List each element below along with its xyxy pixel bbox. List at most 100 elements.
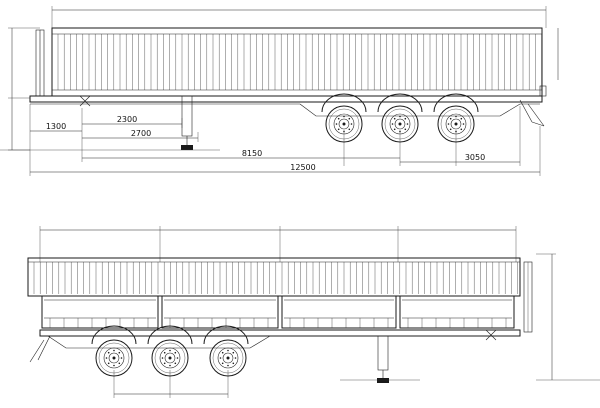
chassis-gooseneck-bottom [47,335,520,349]
hub-center [454,122,458,126]
lug-nut [399,115,401,118]
mudguard-b1 [91,325,137,345]
rear-light [539,85,547,97]
lug-nut [227,364,229,367]
lug-nut [337,117,340,120]
side-view-elevation: 1300 2300 2700 8150 3050 12500 [0,6,559,176]
lug-nut [232,351,235,354]
chassis-top [29,95,543,103]
kingpin [79,95,91,107]
lug-nut [161,357,164,359]
mudguard-b2 [147,325,193,345]
lug-nut [391,123,394,125]
hub [222,352,234,364]
lug-nut [348,128,351,131]
lug-nut [120,357,123,359]
lug-nut [163,351,166,354]
dim-8150: 8150 [242,149,262,158]
wheel-set-bottom [95,339,247,377]
upper-ribs [33,262,518,294]
rear-bumper [519,99,545,127]
lug-nut [169,349,171,352]
lug-nut [107,351,110,354]
rim [103,347,125,369]
lug-nut [221,351,224,354]
lug-nut [343,115,345,118]
hub [338,118,350,130]
hub-center [168,356,172,360]
lug-nut [176,357,179,359]
body-ribs [57,34,542,90]
lug-nut [406,123,409,125]
lug-nut [404,128,407,131]
lug-nut [232,362,235,365]
mudguard-2 [377,93,423,113]
upper-body [27,257,521,297]
dim-2700: 2700 [131,129,151,138]
lug-nut [234,357,237,359]
drop-side-panel [399,295,515,329]
hub-center [398,122,402,126]
lug-nut [221,362,224,365]
lug-nut [449,128,452,131]
opposite-side-view [27,226,600,398]
mudguard-b3 [203,325,249,345]
mudguard-3 [433,93,479,113]
wheel [437,105,475,143]
drop-side-panel [41,295,159,329]
lug-nut [462,123,465,125]
lug-nut [169,364,171,367]
lug-nut [348,117,351,120]
lug-nut [393,128,396,131]
hub-center [226,356,230,360]
lug-nut [335,123,338,125]
rim [217,347,239,369]
hub-center [342,122,346,126]
lug-nut [455,115,457,118]
wheel-set-top [325,105,475,143]
lug-nut [163,362,166,365]
lug-nut [113,349,115,352]
mudguard-1 [321,93,367,113]
drop-side-panel [281,295,397,329]
segment-extensions [39,226,517,262]
landing-gear [181,95,193,150]
kingpin-bottom [485,329,497,341]
lug-nut [460,117,463,120]
lug-nut [227,349,229,352]
lug-nut [350,123,353,125]
lug-nut [447,123,450,125]
cargo-body-outline [51,27,543,97]
lug-nut [174,362,177,365]
lug-nut [105,357,108,359]
lug-nut [174,351,177,354]
drop-side-panel [161,295,279,329]
lug-nut [393,117,396,120]
rear-bumper-left [29,335,51,363]
lug-nut [404,117,407,120]
dim-1300: 1300 [46,122,66,131]
hub [108,352,120,364]
hub [394,118,406,130]
dim-2300: 2300 [117,115,137,124]
landing-gear-bottom [377,335,389,383]
rim [159,347,181,369]
lug-nut [449,117,452,120]
chassis-gooseneck [299,103,540,117]
hub-center [112,356,116,360]
dim-12500: 12500 [290,163,315,172]
hub [164,352,176,364]
lug-nut [337,128,340,131]
drop-side-panels [41,295,515,329]
wheel [209,339,247,377]
chassis-bottom-view [39,329,521,337]
lug-nut [118,362,121,365]
bottom-dimensions [0,104,541,176]
dim-3050: 3050 [465,153,485,162]
hub [450,118,462,130]
lug-nut [107,362,110,365]
lug-nut [113,364,115,367]
lug-nut [118,351,121,354]
lug-nut [219,357,222,359]
